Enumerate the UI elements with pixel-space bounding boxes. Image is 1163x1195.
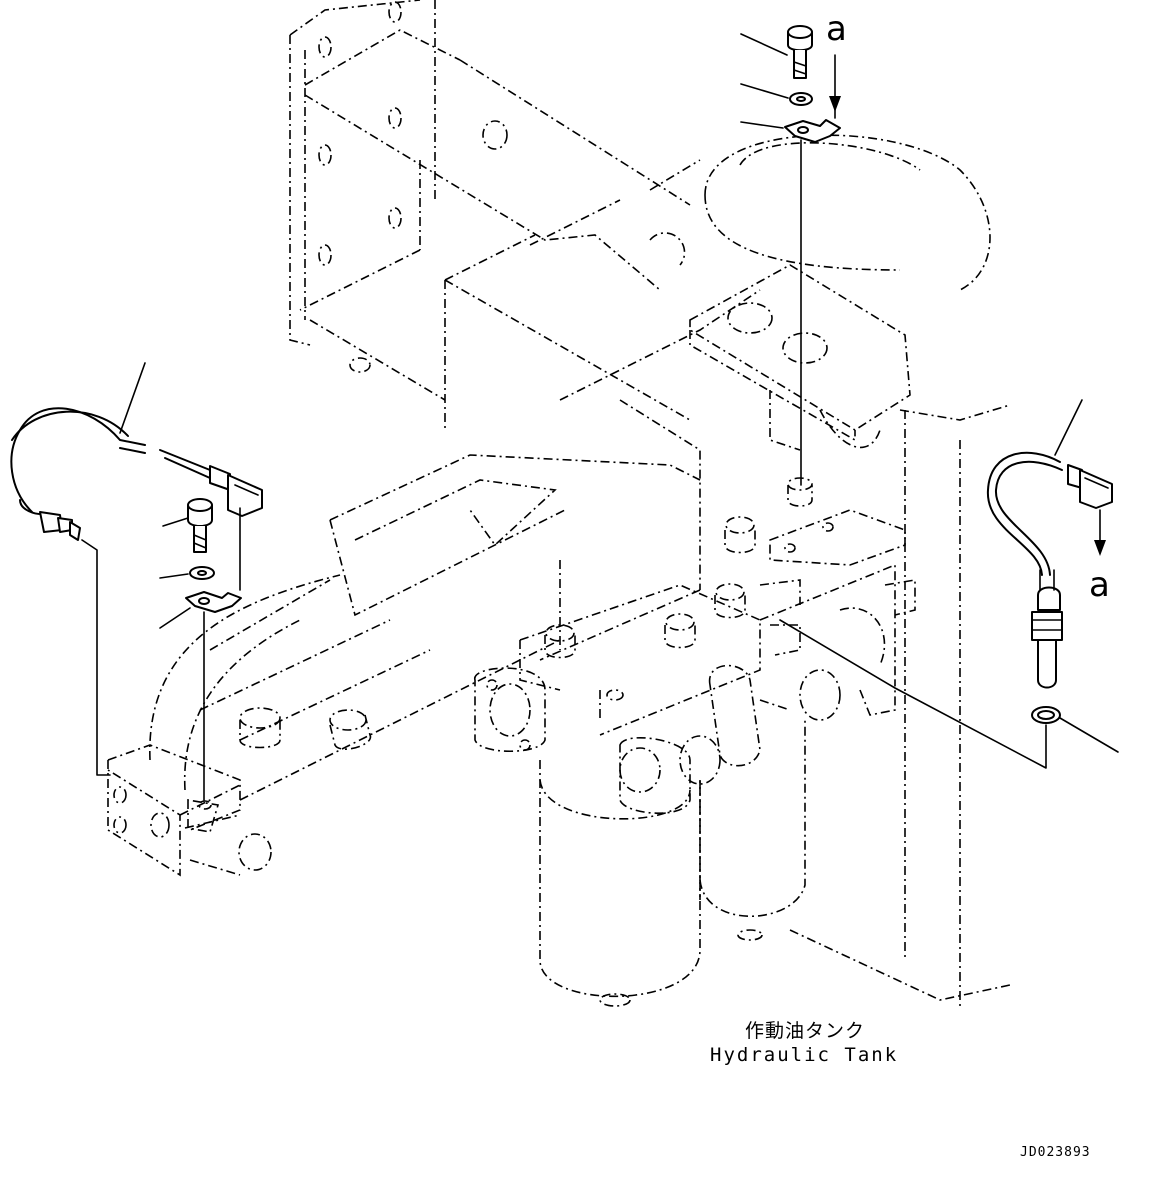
frame-holes <box>318 1 686 373</box>
boss-nut <box>787 477 813 507</box>
top-clamp <box>740 119 841 143</box>
left-clamp <box>159 591 242 629</box>
right-temperature-sensor <box>986 399 1113 689</box>
right-guide-line <box>1094 509 1106 556</box>
left-manifold-block <box>107 744 272 877</box>
frame-bracket <box>289 0 761 590</box>
top-guide-line <box>800 54 841 486</box>
filter-head-bolts <box>544 509 906 659</box>
filter-assembly <box>474 563 916 1007</box>
left-guide-lines <box>81 507 241 801</box>
callout-letter-top: a <box>826 9 847 49</box>
lower-rails <box>149 454 701 801</box>
tank-label-english: Hydraulic Tank <box>710 1044 899 1066</box>
left-temperature-sensor <box>10 407 263 541</box>
left-washer <box>159 566 215 580</box>
top-washer <box>740 83 813 106</box>
left-sensor-leader <box>119 362 146 434</box>
hydraulic-tank-outline <box>649 134 1011 1010</box>
left-bolt <box>162 498 213 553</box>
spacer-collars <box>239 707 371 750</box>
top-bolt <box>740 25 813 79</box>
tank-label-japanese: 作動油タンク <box>745 1020 866 1042</box>
callout-letter-right: a <box>1089 565 1110 605</box>
right-gasket <box>779 619 1119 769</box>
drawing-id: JD023893 <box>1020 1145 1091 1160</box>
mounting-plate <box>689 264 911 442</box>
